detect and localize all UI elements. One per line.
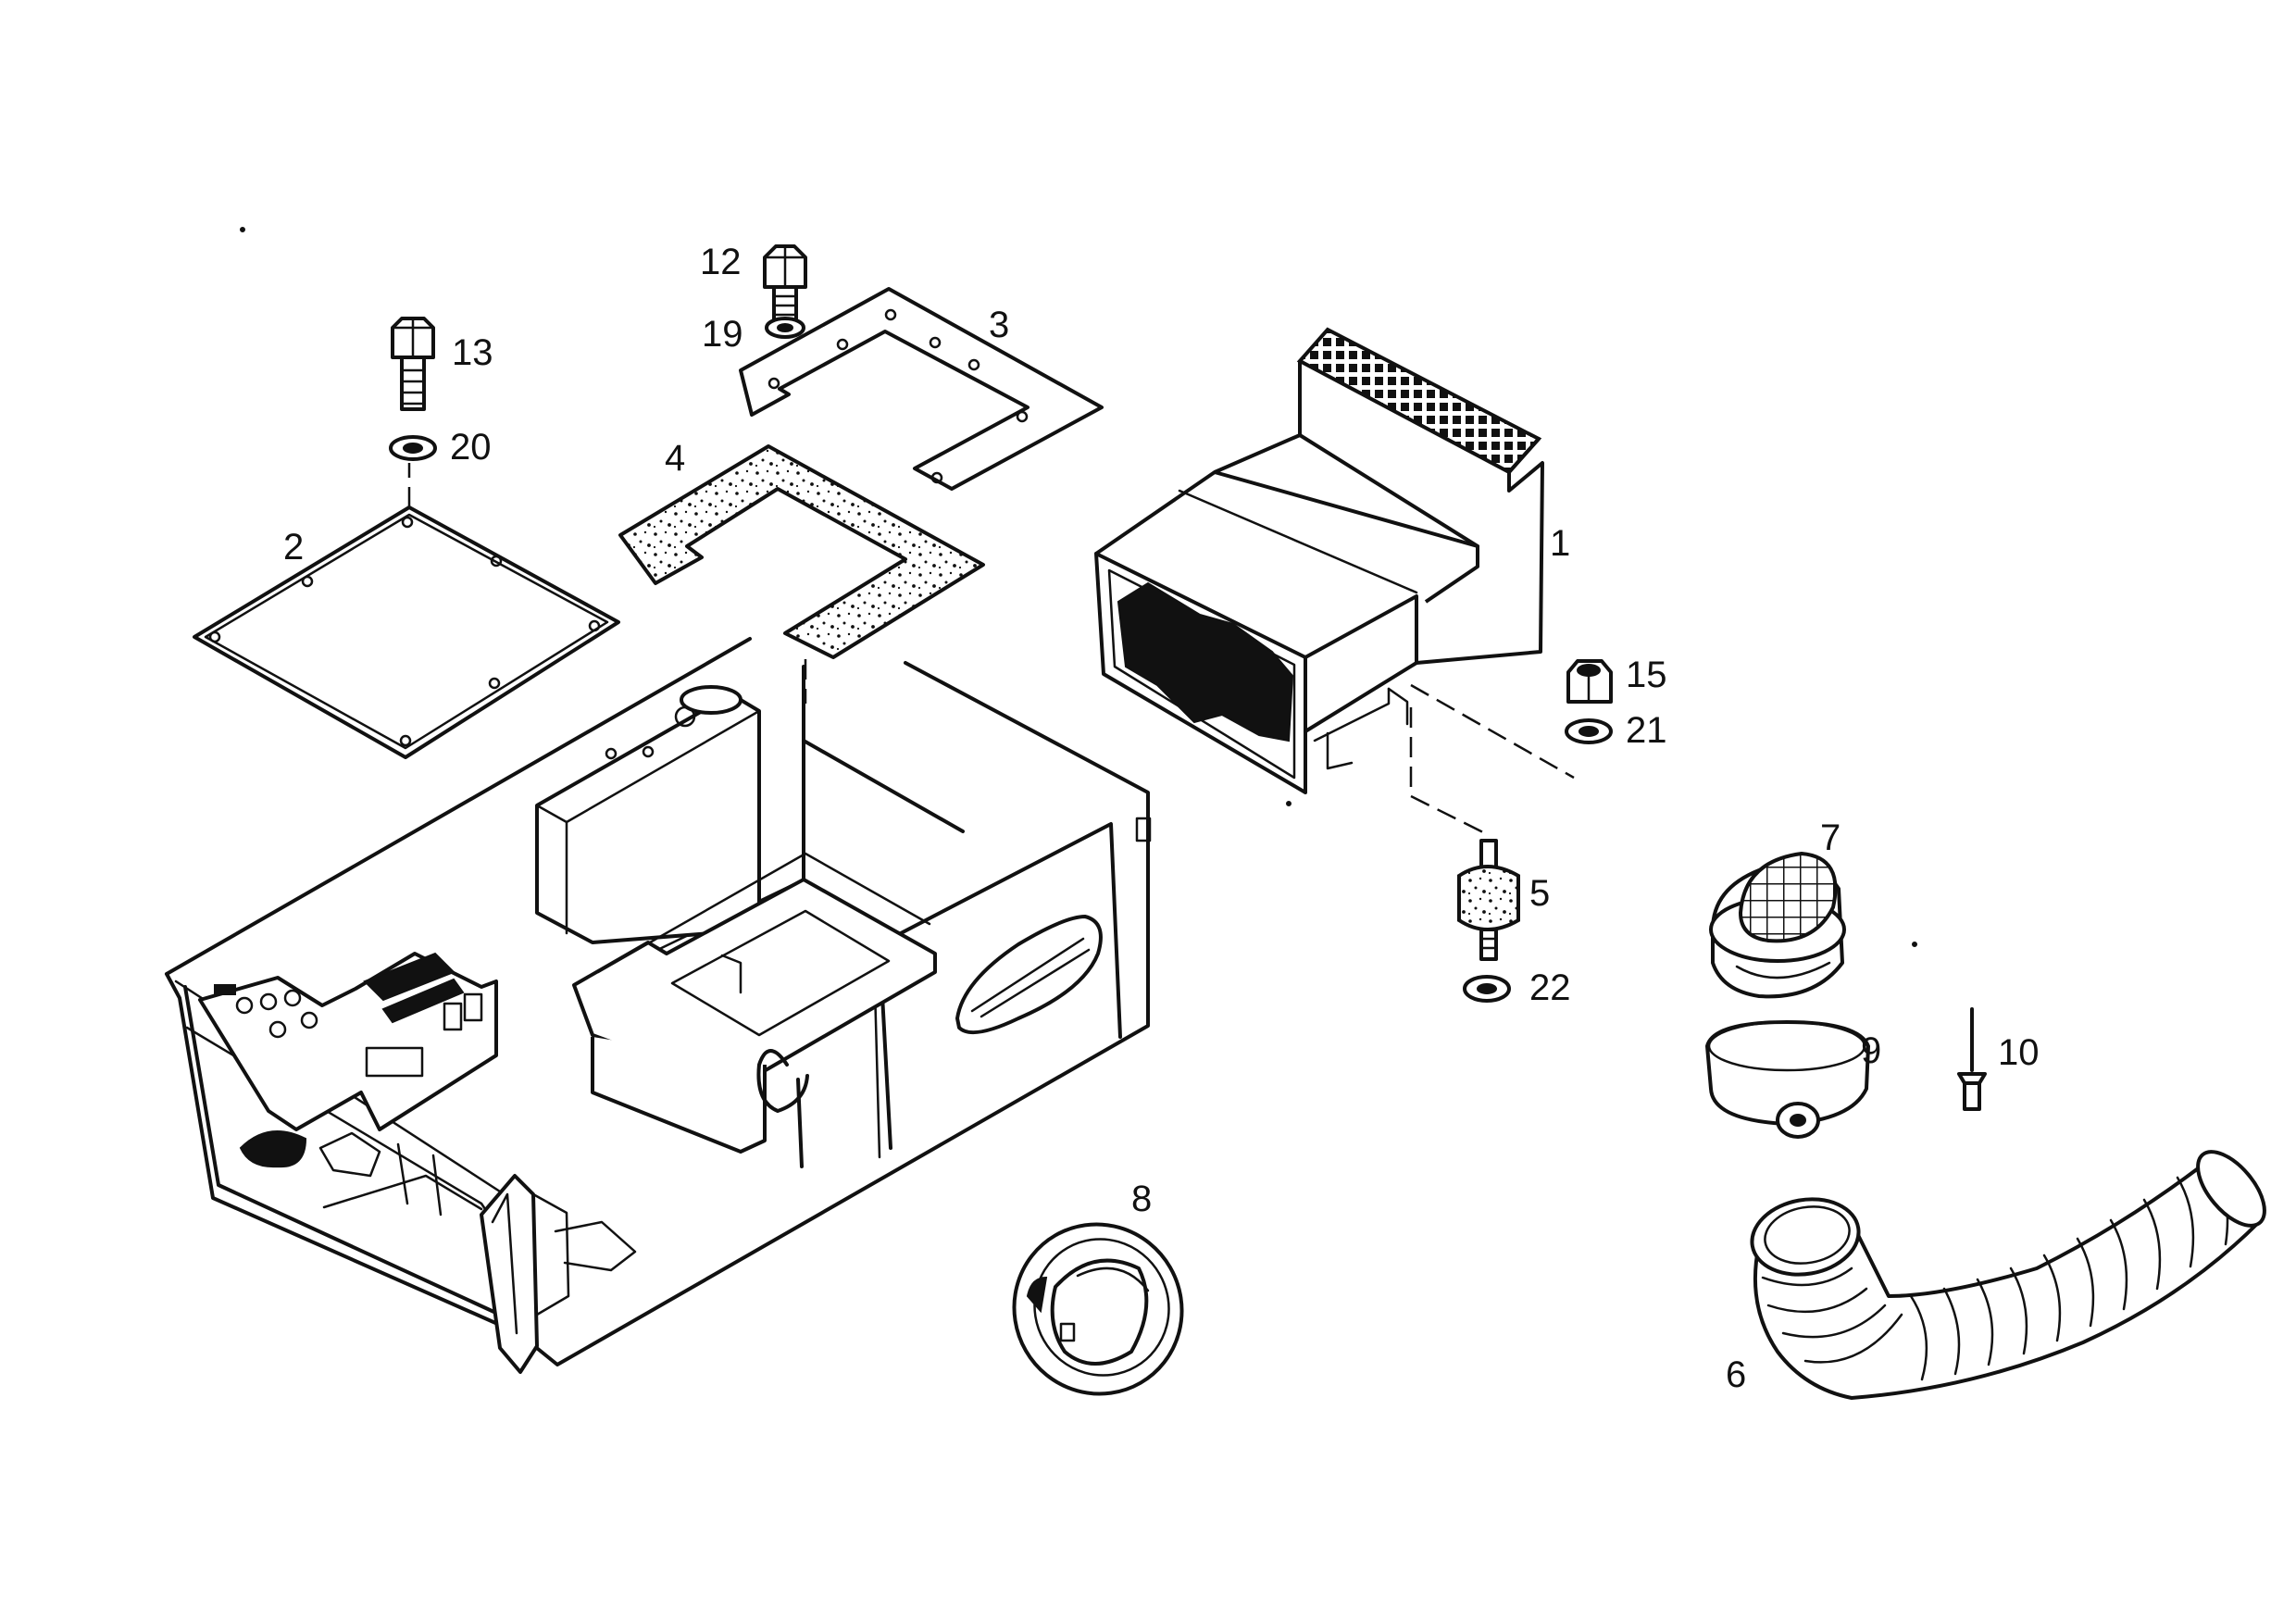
label-10: 10	[1998, 1032, 2040, 1073]
rivet-10	[1957, 1007, 1987, 1111]
insulation-gasket	[618, 444, 985, 704]
main-housing	[165, 637, 1152, 1374]
mounting-bracket-plate	[739, 287, 1104, 491]
washer-19	[765, 317, 805, 339]
label-5: 5	[1529, 873, 1550, 914]
washer-21	[1565, 718, 1613, 744]
label-12: 12	[700, 242, 742, 282]
label-8: 8	[1131, 1179, 1152, 1219]
bolt-13	[391, 317, 435, 411]
mesh-intake-cap-7	[1709, 851, 1846, 999]
label-15: 15	[1626, 655, 1667, 695]
label-20: 20	[450, 427, 492, 468]
label-22: 22	[1529, 967, 1571, 1008]
rubber-mount-5	[1457, 839, 1520, 961]
part-labels: 1 2 3 4 5 6 7 8 9 10 12 13 15 19 20 21 2…	[283, 242, 2040, 1395]
nut-15	[1566, 659, 1613, 704]
label-6: 6	[1726, 1354, 1746, 1395]
label-19: 19	[702, 314, 743, 355]
blower-heater-unit	[1094, 327, 1575, 835]
label-1: 1	[1550, 523, 1570, 564]
label-2: 2	[283, 527, 304, 568]
label-21: 21	[1626, 710, 1667, 751]
hose-clamp-9	[1705, 1020, 1870, 1139]
washer-20	[389, 435, 437, 461]
round-vent-8	[1012, 1222, 1184, 1396]
label-3: 3	[989, 305, 1009, 345]
cover-plate	[193, 463, 620, 759]
label-13: 13	[452, 332, 493, 373]
washer-22	[1463, 975, 1511, 1003]
label-4: 4	[665, 438, 685, 479]
flexible-hose-6	[1750, 1150, 2266, 1400]
label-7: 7	[1820, 817, 1841, 858]
bolt-12	[763, 244, 807, 324]
label-9: 9	[1861, 1030, 1881, 1071]
